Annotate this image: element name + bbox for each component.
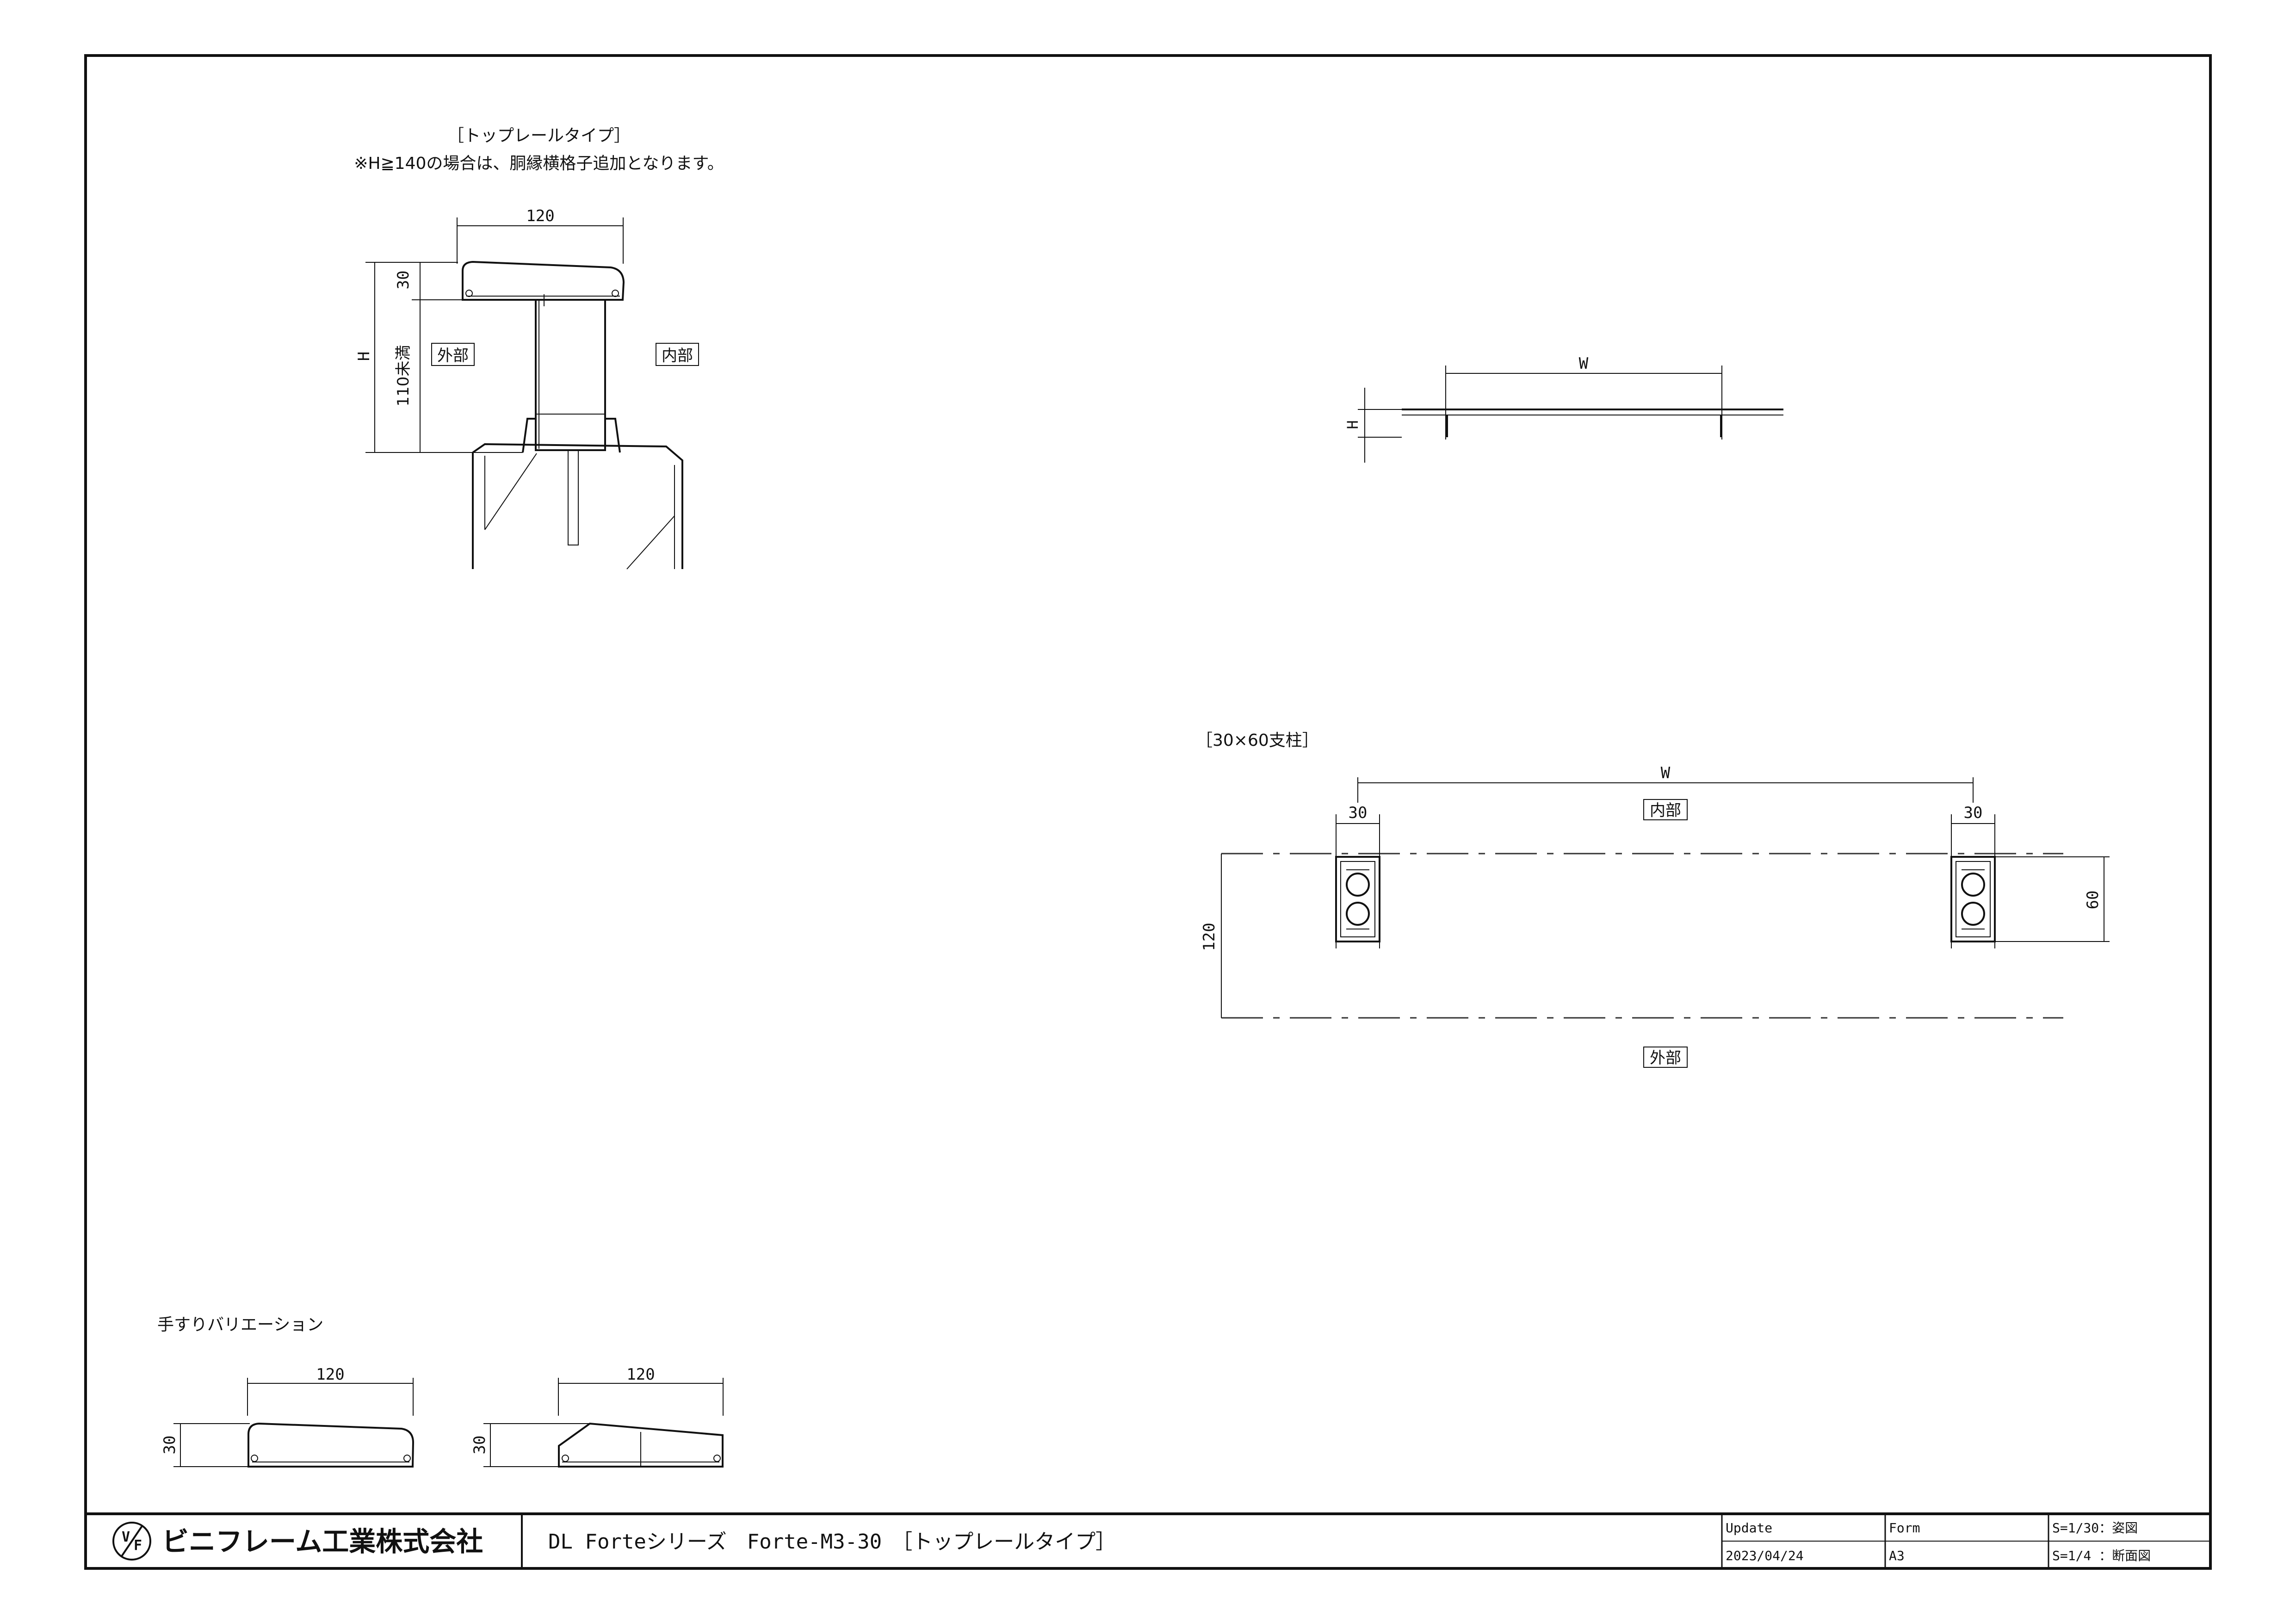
post-plan-right [1950, 814, 1996, 948]
dim-post-left: 30 [1349, 804, 1368, 822]
svg-text:F: F [134, 1537, 142, 1554]
wall-outline [472, 443, 683, 569]
update-label: Update [1726, 1520, 1772, 1536]
dim-30-label: 30 [394, 271, 413, 290]
label-inside: 内部 [1650, 801, 1681, 820]
variation-1-height: 30 [161, 1436, 179, 1455]
dim-post-right: 30 [1964, 804, 1983, 822]
post-plan-left [1335, 814, 1380, 948]
dim-110-label: 110未満 [394, 345, 413, 407]
label-outside: 外部 [1650, 1049, 1681, 1067]
scale-1: S=1/30：姿図 [2052, 1520, 2138, 1536]
update-value: 2023/04/24 [1726, 1548, 1804, 1563]
handrail-variations: 手すりバリエーション 120 30 120 30 [157, 1315, 724, 1468]
anchor-bolt [568, 450, 579, 545]
variation-angled: 120 30 [470, 1365, 724, 1468]
wall-diagonal [484, 453, 537, 530]
svg-text:V: V [122, 1529, 130, 1545]
top-rail-section: ［トップレールタイプ］ ※H≧140の場合は、胴縁横格子追加となります。 120… [354, 126, 724, 570]
label-inside: 内部 [662, 347, 693, 365]
variation-2-width: 120 [626, 1365, 655, 1384]
plan-view: ［30×60支柱］ W 30 30 内部 120 60 [1196, 731, 2110, 1068]
variation-rounded: 120 30 [161, 1365, 415, 1468]
section-note: ※H≧140の場合は、胴縁横格子追加となります。 [354, 154, 724, 173]
label-box-outside [431, 343, 475, 366]
handrail-groove [465, 290, 473, 297]
handrail-groove [612, 290, 619, 297]
elevation-view: W H [1344, 354, 1783, 463]
dim-W-label: W [1661, 764, 1671, 782]
company-name: ビニフレーム工業株式会社 [162, 1526, 483, 1557]
drawing-title: DL Forteシリーズ Forte-M3-30 ［トップレールタイプ］ [548, 1530, 1116, 1554]
variation-2-height: 30 [470, 1436, 489, 1455]
label-box-inside [1643, 799, 1688, 820]
post-bracket [522, 418, 621, 453]
label-outside: 外部 [437, 347, 469, 365]
dim-H-label: H [1344, 420, 1362, 429]
title-block: V F ビニフレーム工業株式会社 DL Forteシリーズ Forte-M3-3… [86, 1512, 2210, 1568]
handrail-profile [462, 260, 625, 301]
label-box-outside [1643, 1047, 1688, 1068]
company-logo: V F ビニフレーム工業株式会社 [112, 1522, 483, 1561]
dim-width-label: 120 [526, 207, 554, 225]
variation-1-width: 120 [316, 1365, 344, 1384]
dim-H-label: H [355, 352, 373, 361]
sheet-border [84, 54, 2212, 1570]
form-value: A3 [1889, 1548, 1905, 1563]
variations-title: 手すりバリエーション [157, 1315, 323, 1334]
label-box-inside [656, 343, 699, 366]
post-section [535, 299, 606, 451]
scale-2: S=1/4 ：断面図 [2052, 1548, 2151, 1563]
wall-diagonal [626, 515, 675, 570]
dim-post-depth: 60 [2084, 891, 2102, 910]
dim-depth-label: 120 [1200, 923, 1219, 951]
form-label: Form [1889, 1520, 1920, 1536]
dim-W-label: W [1579, 354, 1589, 373]
plan-title: ［30×60支柱］ [1196, 731, 1319, 750]
section-title: ［トップレールタイプ］ [447, 126, 631, 145]
